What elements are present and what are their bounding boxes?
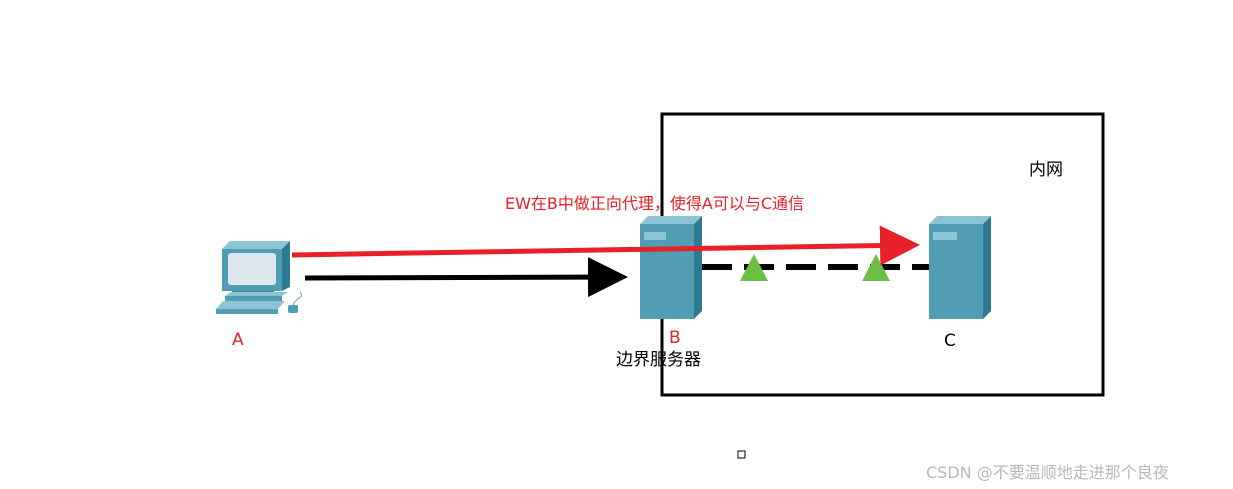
small-square (737, 450, 746, 459)
watermark: CSDN @不要温顺地走进那个良夜 (926, 463, 1169, 482)
server-icon (640, 216, 702, 319)
node-c-label: C (944, 331, 956, 351)
red-arrow (291, 225, 920, 266)
triangle-marker (740, 254, 768, 281)
intranet-label: 内网 (1029, 160, 1063, 180)
server-icon (929, 216, 991, 319)
node-a-label: A (232, 330, 244, 350)
node-b-label: B (669, 328, 681, 348)
border-server-label: 边界服务器 (616, 350, 701, 370)
triangle-marker (862, 254, 890, 281)
proxy-annotation: EW在B中做正向代理，使得A可以与C通信 (505, 194, 805, 213)
desktop-computer-icon (216, 241, 302, 314)
black-arrow (304, 257, 628, 298)
